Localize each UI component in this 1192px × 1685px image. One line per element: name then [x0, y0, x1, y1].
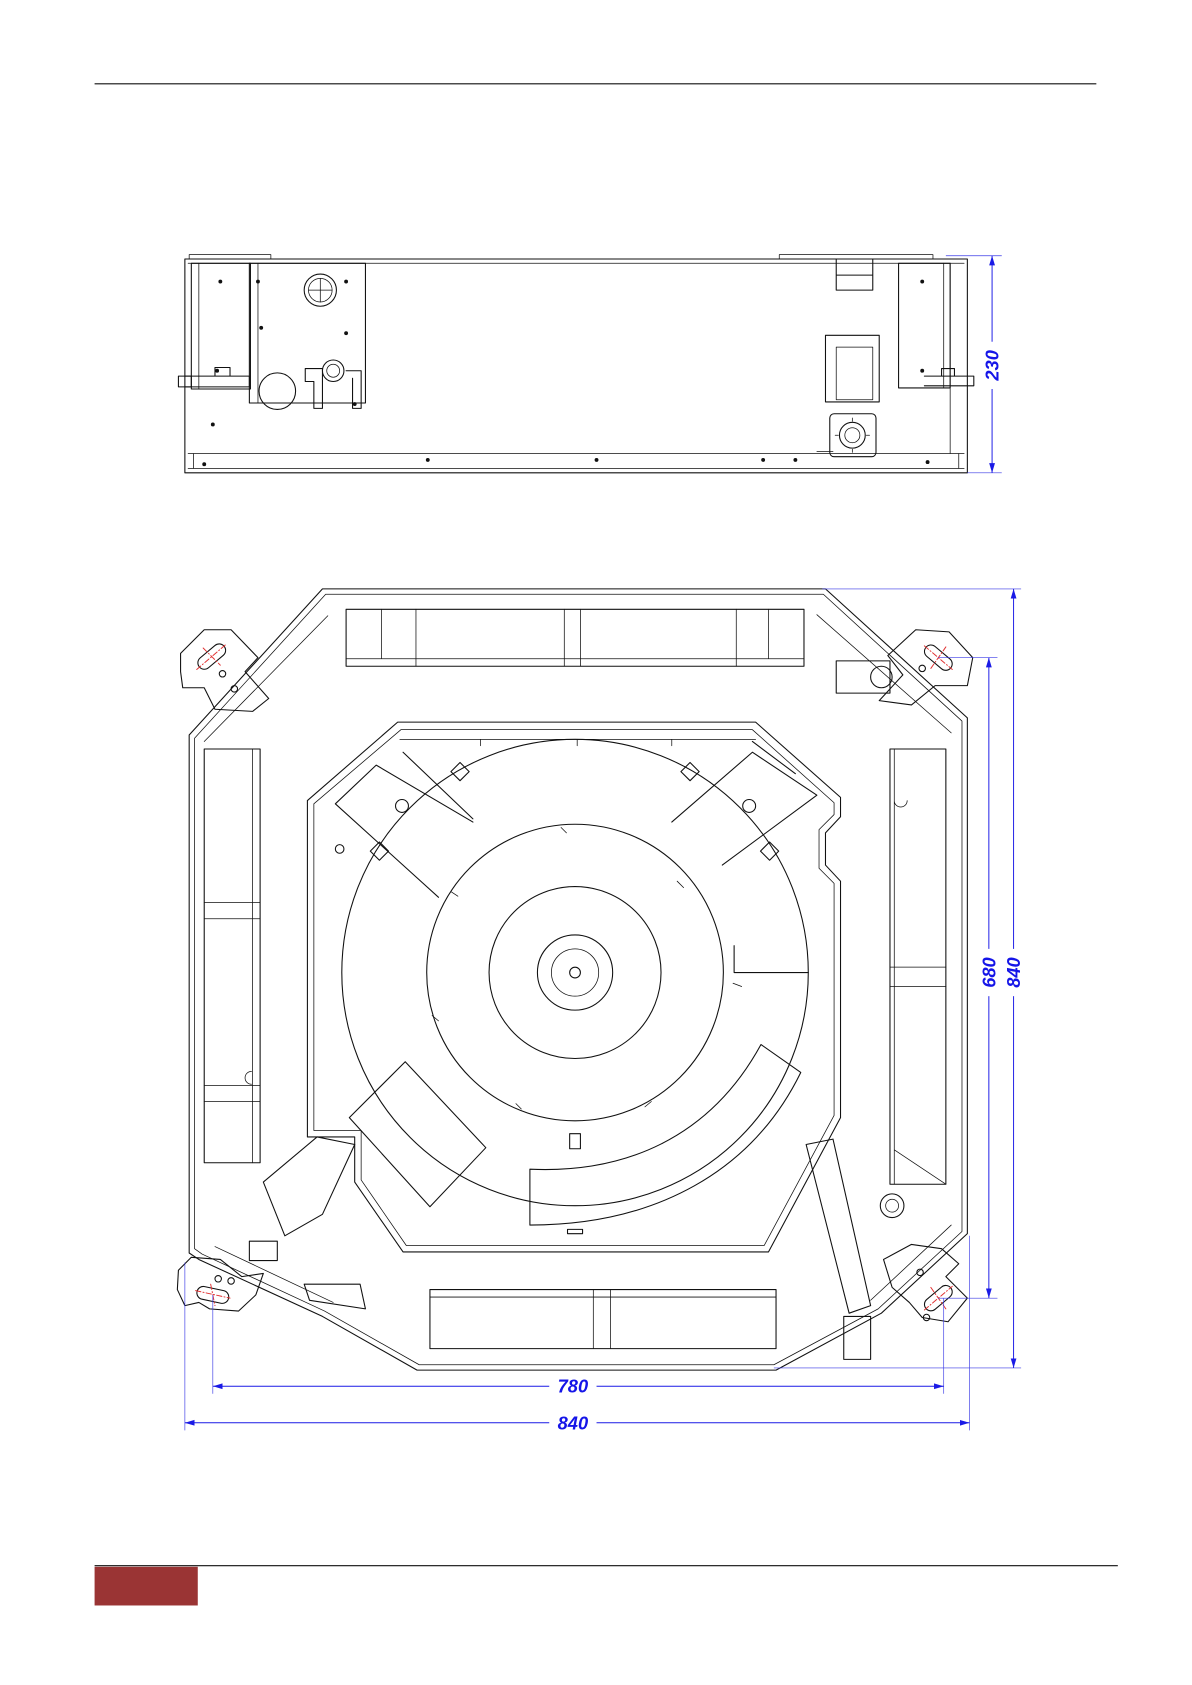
outlet-dividers [204, 749, 260, 1163]
fan-hub-ring [551, 949, 598, 996]
dimension-label-680: 680 [978, 957, 999, 987]
screw-hole [228, 1278, 234, 1284]
footer-accent-block [95, 1567, 198, 1606]
screw-hole [595, 458, 599, 462]
drain-pipe [844, 1316, 871, 1359]
strut-lower-right [806, 1139, 870, 1313]
screw-hole [219, 671, 225, 677]
drain-plug-inner [886, 1199, 899, 1212]
hanger-bracket-top-left [181, 630, 269, 712]
scroll-guide-right [734, 946, 808, 973]
side-view-drawing [178, 255, 973, 473]
mount-hole [743, 800, 756, 813]
outlet-dividers [430, 1290, 776, 1349]
electrical-box-cover [825, 335, 879, 402]
hanger-bracket-bottom-left [177, 1257, 263, 1311]
scroll-guide-bottom [530, 1045, 801, 1226]
screw-hole [215, 369, 219, 373]
screw-hole [920, 369, 924, 373]
outlet-frame [346, 609, 804, 666]
screw-mount [451, 762, 469, 780]
top-view-outer-outline [189, 589, 967, 1370]
drain-port [322, 360, 343, 381]
fan-impeller [427, 824, 724, 1121]
drain-fitting-flange [305, 369, 322, 409]
electrical-box-inner [836, 347, 873, 400]
screw-hole [211, 423, 215, 427]
fan-hub-plate [489, 887, 661, 1059]
drain-slot [568, 1229, 583, 1233]
outlet-frame [204, 749, 260, 1163]
fan-shaft [570, 967, 581, 978]
drain-pump-fitting-inner [845, 428, 860, 443]
louver-motor-housing-top-right [672, 741, 817, 865]
screw-hole [215, 1276, 221, 1282]
refrigerant-port-small [259, 373, 296, 410]
screw-hole [761, 458, 765, 462]
screw-hole [920, 280, 924, 284]
dimension-label-780: 780 [558, 1376, 588, 1397]
screw-hole [919, 665, 925, 671]
dimension-label-230: 230 [982, 350, 1003, 381]
right-air-outlet [890, 749, 946, 1184]
bracket-plate [884, 1244, 968, 1321]
outlet-dividers [890, 749, 946, 1184]
screw-mount [681, 762, 699, 780]
sensor-tab [570, 1134, 581, 1149]
top-air-outlet [346, 609, 804, 666]
mount-hole [396, 800, 409, 813]
top-view-drawing [177, 589, 972, 1370]
hanger-bracket-bottom-right [884, 1244, 968, 1321]
dimension-label-840-vertical: 840 [1003, 957, 1024, 987]
dimension-label-840-horizontal: 840 [558, 1412, 588, 1433]
drain-port-inner [327, 364, 340, 377]
right-mounting-plate [899, 263, 951, 388]
bracket-plate [879, 630, 973, 705]
top-view-frame-chamfer-lines [204, 615, 951, 1303]
right-hanger-bracket [924, 369, 973, 386]
screw-hole [231, 686, 237, 692]
side-view-screws [202, 280, 929, 467]
screw-hole [926, 460, 930, 464]
bottom-air-outlet [430, 1290, 776, 1349]
outlet-frame [430, 1290, 776, 1349]
side-view-top-strip-left [189, 255, 271, 259]
screw-hole [202, 462, 206, 466]
piping-strut-lower-left [263, 1137, 354, 1236]
drain-pump-ticks [817, 418, 870, 452]
screw-hole [344, 280, 348, 284]
drain-plug [880, 1194, 904, 1218]
side-view-outline [185, 259, 967, 473]
piping-tab [249, 1241, 277, 1260]
screw-hole [353, 402, 357, 406]
top-view-inner-outline [195, 594, 962, 1365]
side-view-top-strip-right [779, 255, 933, 259]
screw-hole [218, 280, 222, 284]
screw-hole [426, 458, 430, 462]
right-top-notch [836, 259, 873, 290]
screw-hole [793, 458, 797, 462]
drain-pump-fitting [839, 422, 865, 448]
side-view-height-dimension: 230 [946, 256, 1003, 473]
screw-hole [256, 280, 260, 284]
side-view-base-flange [188, 453, 964, 468]
top-view-dimensions: 680 840 780 840 [185, 589, 1024, 1433]
fan-hub [537, 935, 612, 1010]
small-bracket-lower-left [304, 1284, 365, 1309]
fan-housing-ticks [432, 827, 742, 1109]
outlet-dividers [346, 609, 804, 666]
bracket-plate [181, 630, 269, 712]
screw-hole [344, 331, 348, 335]
mounting-tab-top-right [836, 661, 890, 693]
outlet-frame [890, 749, 946, 1184]
air-intake-edge [400, 739, 756, 745]
drain-pan-body [307, 722, 840, 1252]
hanger-bracket-top-right [879, 630, 973, 705]
screw-hole [259, 326, 263, 330]
left-air-outlet [204, 749, 260, 1163]
mount-hole [335, 845, 344, 854]
mounting-tab-hole [871, 666, 892, 687]
